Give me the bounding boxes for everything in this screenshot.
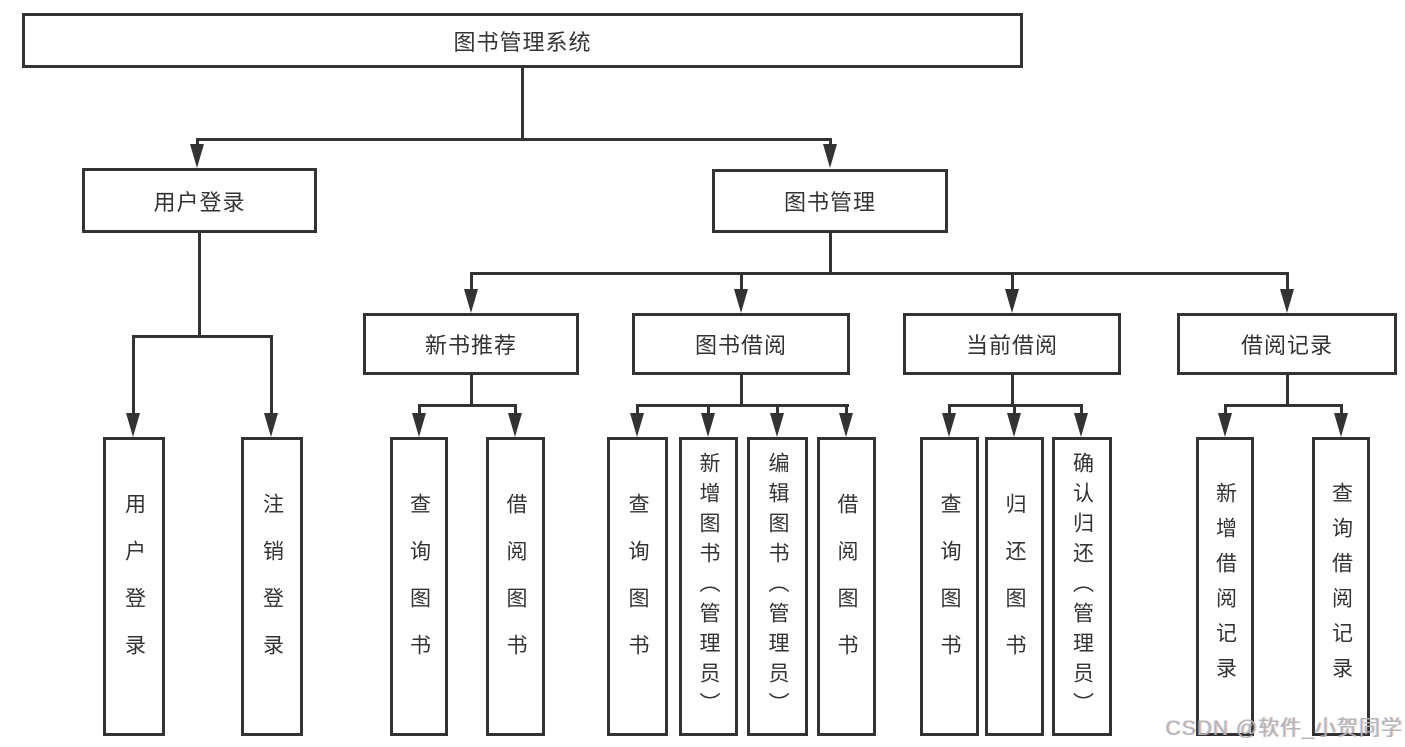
arrowhead-down-icon <box>701 413 715 437</box>
leaf-confirm-return-admin-label: 确认归还（管理员） <box>1070 451 1094 722</box>
connector-line <box>521 68 524 139</box>
node-library-system-label: 图书管理系统 <box>453 29 592 55</box>
node-user-login-label: 用户登录 <box>153 189 246 215</box>
leaf-logout-label: 注销登录 <box>260 492 284 681</box>
arrowhead-down-icon <box>190 144 204 168</box>
connector-line <box>636 404 639 416</box>
arrowhead-down-icon <box>1005 289 1019 313</box>
connector-line <box>948 404 951 416</box>
node-library-system: 图书管理系统 <box>22 13 1023 68</box>
connector-line <box>270 335 273 415</box>
arrowhead-down-icon <box>1007 413 1021 437</box>
arrowhead-down-icon <box>1280 289 1294 313</box>
node-new-book-recommend: 新书推荐 <box>363 313 579 375</box>
connector-line <box>1286 375 1289 405</box>
connector-line <box>196 138 199 148</box>
leaf-add-borrow-record-label: 新增借阅记录 <box>1213 481 1237 692</box>
connector-line <box>829 233 832 273</box>
connector-line <box>636 404 849 407</box>
connector-line <box>776 404 779 416</box>
leaf-user-login-label: 用户登录 <box>122 492 146 681</box>
arrowhead-down-icon <box>630 413 644 437</box>
leaf-confirm-return-admin: 确认归还（管理员） <box>1052 437 1112 736</box>
connector-line <box>514 404 517 416</box>
connector-line <box>740 375 743 405</box>
arrowhead-down-icon <box>942 413 956 437</box>
leaf-edit-books-admin: 编辑图书（管理员） <box>747 437 808 736</box>
leaf-query-books-recommend: 查询图书 <box>390 437 448 736</box>
connector-line <box>470 375 473 405</box>
arrowhead-down-icon <box>412 413 426 437</box>
leaf-query-borrow-record: 查询借阅记录 <box>1312 437 1370 736</box>
node-current-borrowing-label: 当前借阅 <box>965 333 1058 358</box>
connector-line <box>845 404 848 416</box>
connector-line <box>707 404 710 416</box>
connector-line <box>1080 404 1083 416</box>
arrowhead-down-icon <box>734 289 748 313</box>
arrowhead-down-icon <box>464 289 478 313</box>
connector-line <box>132 335 135 415</box>
leaf-query-books-recommend-label: 查询图书 <box>407 492 431 681</box>
connector-line <box>829 138 832 148</box>
arrowhead-down-icon <box>823 144 837 168</box>
connector-line <box>1286 272 1289 292</box>
node-book-borrowing: 图书借阅 <box>632 313 850 375</box>
leaf-add-borrow-record: 新增借阅记录 <box>1196 437 1254 736</box>
connector-line <box>198 233 201 336</box>
connector-line <box>418 404 421 416</box>
node-new-book-recommend-label: 新书推荐 <box>424 333 517 358</box>
connector-line <box>470 272 1289 275</box>
connector-line <box>1340 404 1343 416</box>
leaf-add-books-admin-label: 新增图书（管理员） <box>697 451 720 722</box>
leaf-add-books-admin: 新增图书（管理员） <box>679 437 738 736</box>
leaf-user-login: 用户登录 <box>103 437 165 736</box>
arrowhead-down-icon <box>264 413 278 437</box>
connector-line <box>196 138 832 141</box>
node-book-management: 图书管理 <box>712 169 948 233</box>
leaf-logout: 注销登录 <box>241 437 303 736</box>
arrowhead-down-icon <box>770 413 784 437</box>
connector-line <box>132 335 273 338</box>
leaf-query-borrow-record-label: 查询借阅记录 <box>1329 481 1353 692</box>
leaf-query-books-current: 查询图书 <box>920 437 979 736</box>
connector-line <box>418 404 517 407</box>
node-current-borrowing: 当前借阅 <box>903 313 1121 375</box>
node-book-management-label: 图书管理 <box>783 190 876 215</box>
arrowhead-down-icon <box>126 413 140 437</box>
connector-line <box>1224 404 1227 416</box>
arrowhead-down-icon <box>1074 413 1088 437</box>
leaf-return-books-label: 归还图书 <box>1003 492 1026 681</box>
node-borrowing-records-label: 借阅记录 <box>1240 333 1333 358</box>
leaf-query-books-borrowing: 查询图书 <box>607 437 668 736</box>
node-user-login: 用户登录 <box>82 168 317 233</box>
connector-line <box>1224 404 1343 407</box>
leaf-edit-books-admin-label: 编辑图书（管理员） <box>766 451 789 722</box>
leaf-return-books: 归还图书 <box>985 437 1044 736</box>
csdn-watermark: CSDN @软件_小贺同学 <box>1165 717 1403 740</box>
connector-line <box>1011 375 1014 405</box>
leaf-query-books-current-label: 查询图书 <box>938 492 961 681</box>
arrowhead-down-icon <box>1218 413 1232 437</box>
leaf-borrow-books-recommend-label: 借阅图书 <box>504 492 527 681</box>
connector-line <box>1013 404 1016 416</box>
leaf-query-books-borrowing-label: 查询图书 <box>626 492 649 681</box>
node-borrowing-records: 借阅记录 <box>1177 313 1397 375</box>
leaf-borrow-books: 借阅图书 <box>817 437 876 736</box>
connector-line <box>470 272 473 292</box>
leaf-borrow-books-label: 借阅图书 <box>835 492 858 681</box>
arrowhead-down-icon <box>839 413 853 437</box>
arrowhead-down-icon <box>508 413 522 437</box>
leaf-borrow-books-recommend: 借阅图书 <box>486 437 545 736</box>
node-book-borrowing-label: 图书借阅 <box>694 333 787 358</box>
arrowhead-down-icon <box>1334 413 1348 437</box>
connector-line <box>1011 272 1014 292</box>
connector-line <box>740 272 743 292</box>
